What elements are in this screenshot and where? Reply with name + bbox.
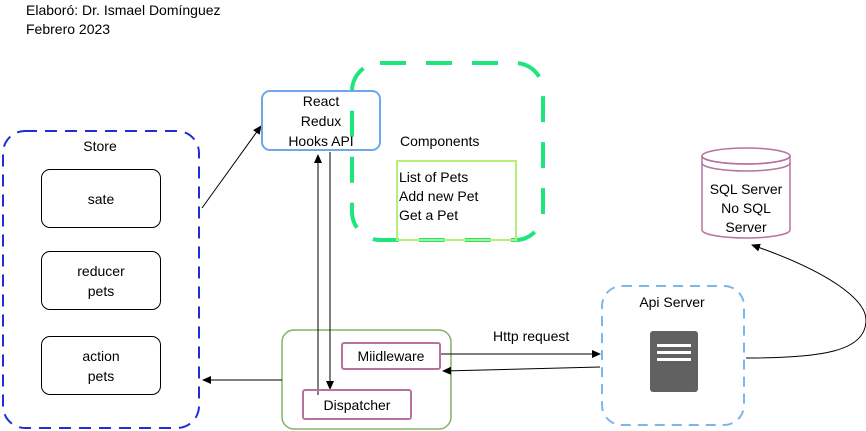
arrow-store-to-react [201, 125, 262, 209]
components-container [350, 61, 545, 242]
components-list: List of Pets Add new Pet Get a Pet [396, 160, 517, 241]
http-request-label: Http request [493, 328, 570, 344]
date-credit: Febrero 2023 [26, 21, 111, 37]
api-server-container [601, 285, 745, 426]
middleware-box: Miidleware [341, 342, 441, 370]
arrow-api-to-database [745, 243, 866, 359]
store-container [2, 130, 200, 429]
components-title: Components [400, 133, 480, 149]
database-label: SQL Server No SQL Server [709, 181, 783, 235]
react-redux-box: React Redux Hooks API [261, 90, 381, 151]
arrow-api-to-middleware [442, 366, 601, 375]
dispatcher-box: Dispatcher [302, 389, 412, 420]
server-icon [650, 331, 698, 392]
store-title: Store [83, 138, 117, 154]
store-item-state: sate [41, 169, 161, 228]
author-credit: Elaboró: Dr. Ismael Domínguez [26, 2, 221, 18]
database-cylinder [701, 147, 791, 239]
store-item-reducer: reducer pets [41, 251, 161, 310]
store-item-action: action pets [41, 336, 161, 395]
api-server-title: Api Server [639, 294, 705, 310]
